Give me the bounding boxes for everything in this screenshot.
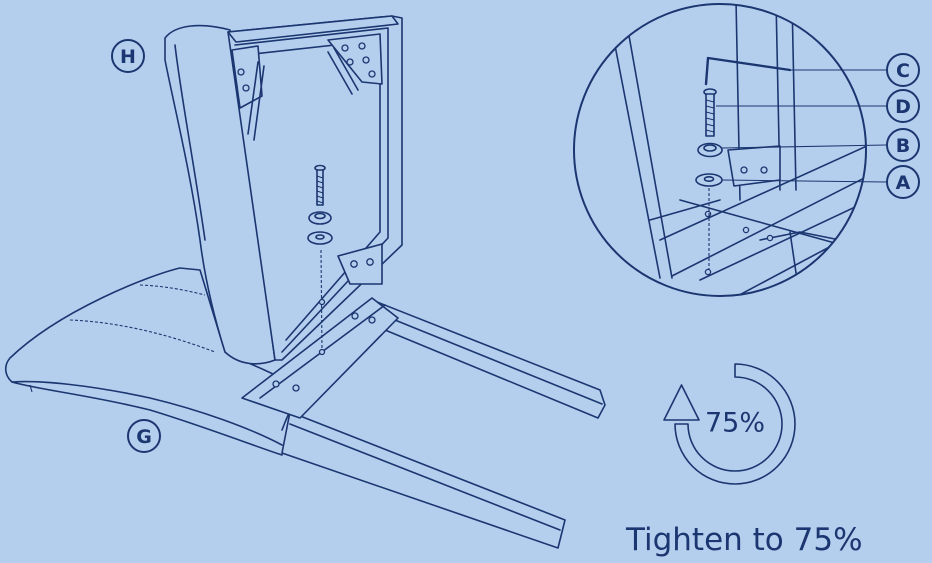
backrest-frame <box>227 15 403 361</box>
label-a-text: A <box>896 172 911 194</box>
torque-instruction: Tighten to 75% <box>625 522 863 558</box>
lock-washer-b <box>697 142 723 158</box>
detail-view <box>573 3 887 297</box>
backrest-h <box>164 24 276 365</box>
label-g: G <box>127 419 161 453</box>
front-rail <box>281 411 566 549</box>
label-h: H <box>111 39 145 73</box>
label-a: A <box>886 165 920 199</box>
main-bolt <box>314 164 326 206</box>
label-g-text: G <box>136 426 152 448</box>
torque-percent: 75% <box>705 408 765 439</box>
torque-indicator: 75% <box>663 363 796 485</box>
flat-washer-a <box>695 173 723 187</box>
label-b-text: B <box>896 135 910 157</box>
label-c-text: C <box>896 60 910 82</box>
bolt-d <box>703 88 717 137</box>
hex-key-c <box>704 56 792 86</box>
main-lock-washer <box>308 211 332 225</box>
chair-assembly <box>4 15 606 549</box>
label-d-text: D <box>895 96 911 118</box>
label-h-text: H <box>120 46 136 68</box>
seat-g <box>4 267 301 456</box>
main-hardware <box>307 164 333 356</box>
label-d: D <box>886 89 920 123</box>
label-b: B <box>886 128 920 162</box>
rotate-counterclockwise-arrow-icon <box>663 363 796 485</box>
label-c: C <box>886 53 920 87</box>
main-flat-washer <box>307 231 333 245</box>
